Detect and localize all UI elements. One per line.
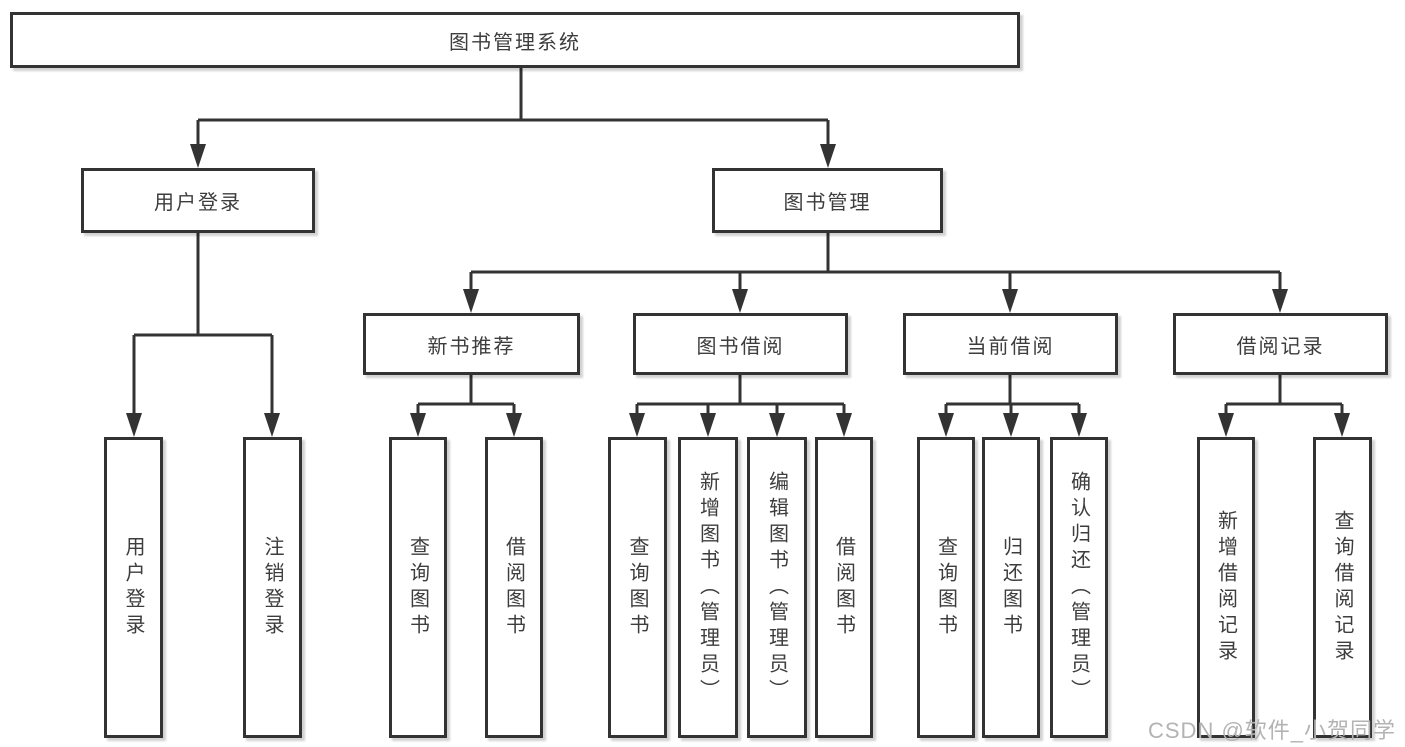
csdn-watermark: CSDN @软件_小贺同学 [1148,718,1397,743]
leaf-borrow-book-1: 借阅图书 [485,437,543,738]
leaf-user-login: 用户登录 [104,437,163,738]
connector-book-management-to-level3 [463,233,1288,313]
leaf-return-book: 归还图书 [982,437,1040,738]
leaf-query-book-1: 查询图书 [389,437,447,738]
leaf-borrow-book-1-label: 借阅图书 [502,535,525,640]
node-user-login: 用户登录 [81,168,315,233]
node-current-borrow-label: 当前借阅 [966,335,1055,358]
node-new-book-recommend-label: 新书推荐 [427,335,516,358]
leaf-query-book-3-label: 查询图书 [934,535,957,640]
connector-book-borrow-to-leaves [629,375,852,437]
leaf-query-borrow-record-label: 查询借阅记录 [1331,509,1353,666]
leaf-query-borrow-record: 查询借阅记录 [1313,437,1372,738]
leaf-add-borrow-record: 新增借阅记录 [1197,437,1255,738]
leaf-add-book-admin-label: 新增图书（管理员） [696,470,719,705]
leaf-add-book-admin: 新增图书（管理员） [678,437,738,738]
connector-current-borrow-to-leaves [938,375,1087,437]
connector-new-book-recommend-to-leaves [410,375,522,437]
leaf-edit-book-admin: 编辑图书（管理员） [747,437,807,738]
leaf-logout: 注销登录 [243,437,302,738]
node-user-login-label: 用户登录 [154,192,242,214]
leaf-query-book-2: 查询图书 [608,437,667,738]
leaf-query-book-2-label: 查询图书 [626,535,648,640]
leaf-return-book-label: 归还图书 [999,535,1022,640]
node-book-borrow-label: 图书借阅 [696,335,785,358]
connector-borrow-records-to-leaves [1218,375,1350,437]
node-new-book-recommend: 新书推荐 [363,313,580,375]
node-book-management: 图书管理 [712,168,943,233]
node-borrow-records-label: 借阅记录 [1236,335,1325,358]
connector-root-to-level2 [190,68,836,168]
leaf-confirm-return-admin-label: 确认归还（管理员） [1067,470,1090,705]
leaf-logout-label: 注销登录 [261,535,283,640]
node-current-borrow: 当前借阅 [903,313,1118,375]
node-book-borrow: 图书借阅 [633,313,848,375]
leaf-confirm-return-admin: 确认归还（管理员） [1050,437,1108,738]
leaf-add-borrow-record-label: 新增借阅记录 [1214,509,1237,666]
leaf-borrow-book-2-label: 借阅图书 [832,535,855,640]
connector-user-login-to-leaves [126,233,280,437]
leaf-user-login-label: 用户登录 [122,535,144,640]
node-root-label: 图书管理系统 [449,31,581,54]
leaf-borrow-book-2: 借阅图书 [815,437,873,738]
node-root: 图书管理系统 [10,12,1020,68]
leaf-query-book-3: 查询图书 [917,437,975,738]
node-book-management-label: 图书管理 [783,192,872,214]
node-borrow-records: 借阅记录 [1173,313,1388,375]
leaf-query-book-1-label: 查询图书 [406,535,429,640]
leaf-edit-book-admin-label: 编辑图书（管理员） [765,470,788,705]
